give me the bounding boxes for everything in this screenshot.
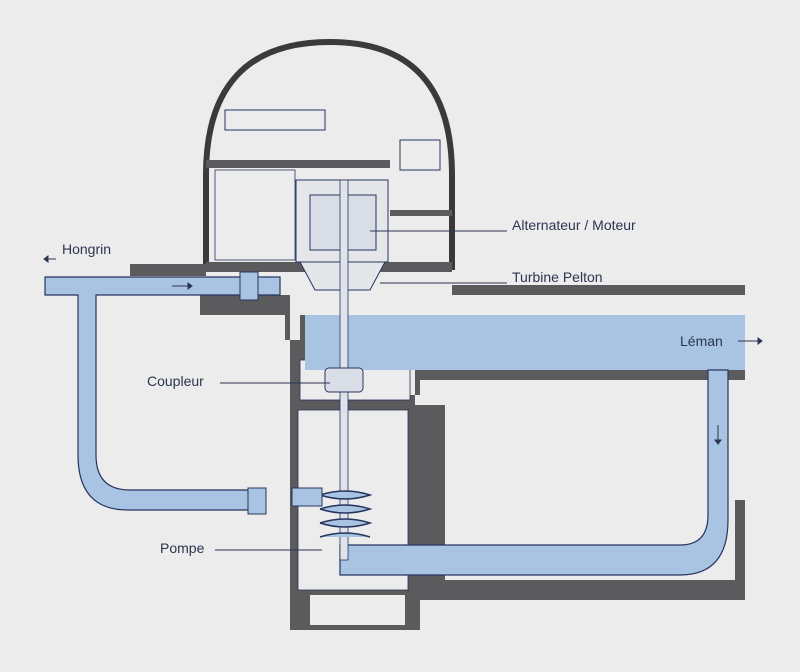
leman-reservoir — [305, 315, 745, 370]
ground-left — [130, 264, 206, 276]
coupler — [324, 367, 364, 393]
pump — [319, 490, 373, 538]
label-leman: Léman — [680, 333, 723, 349]
label-alternateur-moteur: Alternateur / Moteur — [512, 217, 636, 233]
valve-hongrin — [239, 271, 259, 301]
label-pompe: Pompe — [160, 540, 205, 556]
tailrace-pipe — [339, 369, 729, 576]
dome — [203, 38, 455, 270]
label-coupleur: Coupleur — [147, 373, 204, 389]
valve-pump — [247, 487, 267, 515]
label-turbine-pelton: Turbine Pelton — [512, 269, 603, 285]
hall-upper-floor — [206, 160, 390, 168]
ground-right — [452, 285, 745, 295]
label-hongrin: Hongrin — [62, 241, 112, 257]
